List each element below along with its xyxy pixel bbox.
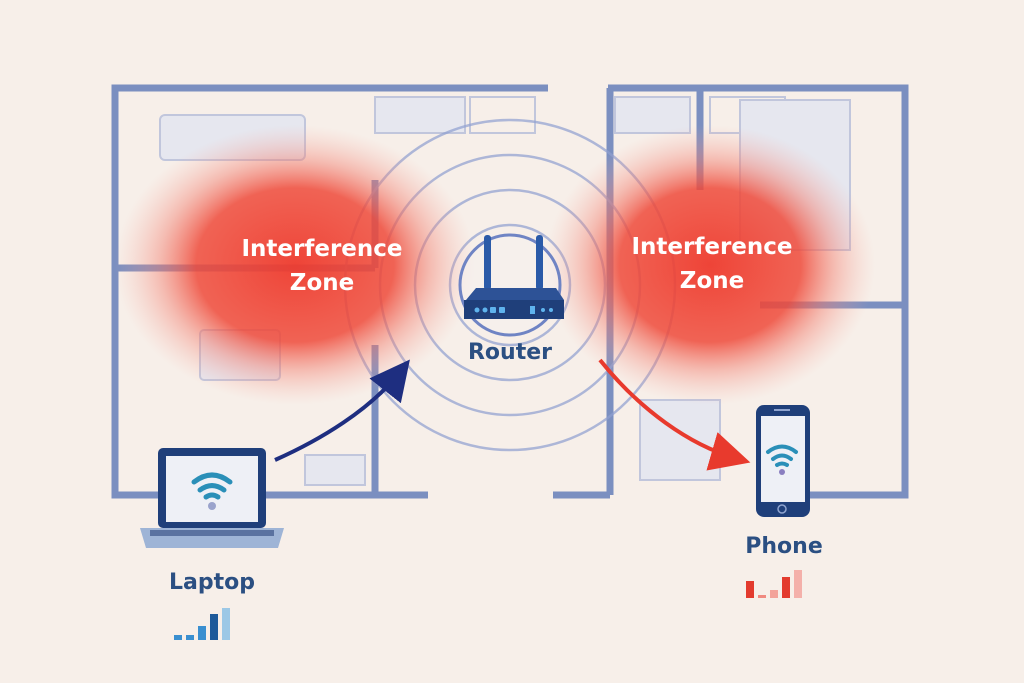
zone-label-line1: Interference [241,236,403,262]
signal-bar [770,590,778,598]
interference-zone-right [545,125,875,405]
zone-label-line1: Interference [631,234,793,260]
signal-bar [746,581,754,598]
signal-bar [222,608,230,640]
interference-zone-left [115,125,475,405]
router-to-phone-arrow [598,358,751,471]
signal-bar [794,570,802,598]
laptop-signal-bars [174,608,230,640]
laptop-label: Laptop [169,570,255,595]
phone-signal-bars [746,570,802,598]
signal-bar [782,577,790,598]
signal-bar [174,635,182,640]
interference-zone-label-right: Interference Zone [602,230,822,298]
signal-bar [210,614,218,640]
laptop-icon [140,448,284,548]
zone-label-line2: Zone [679,268,745,294]
signal-bar [758,595,766,598]
phone-wifi-icon [766,444,798,467]
laptop-to-router-arrow [274,359,410,462]
laptop-wifi-icon [191,472,233,500]
zone-label-line2: Zone [289,270,355,296]
phone-label: Phone [745,534,823,559]
interference-zone-label-left: Interference Zone [212,232,432,300]
signal-bar [186,635,194,640]
router-icon [458,233,564,337]
router-label: Router [467,340,552,365]
signal-bar [198,626,206,640]
phone-icon [756,405,810,517]
